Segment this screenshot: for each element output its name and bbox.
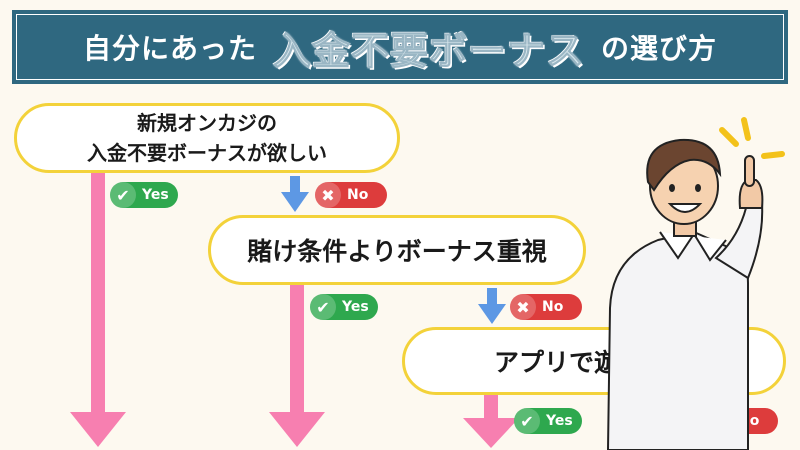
question-1-line-1: 新規オンカジの — [137, 111, 277, 135]
emphasis-rays — [719, 117, 785, 159]
no-badge-1: ✖ No — [315, 182, 387, 208]
yes-arrow-3 — [463, 395, 519, 448]
title-suffix: の選び方 — [601, 32, 718, 65]
yes-label: Yes — [142, 187, 169, 203]
yes-label: Yes — [546, 413, 573, 429]
no-arrow-1 — [281, 176, 309, 212]
yes-badge-3: ✔ Yes — [514, 408, 582, 434]
yes-arrow-2 — [269, 285, 325, 447]
no-label: No — [347, 187, 369, 203]
question-2-bubble: 賭け条件よりボーナス重視 — [208, 215, 586, 285]
question-1-line-2: 入金不要ボーナスが欲しい — [87, 141, 327, 165]
pointing-up-hand-icon — [738, 155, 764, 209]
check-circle-icon: ✔ — [310, 294, 336, 320]
no-badge-2: ✖ No — [510, 294, 582, 320]
yes-badge-2: ✔ Yes — [310, 294, 378, 320]
x-circle-icon: ✖ — [510, 294, 536, 320]
yes-label: Yes — [342, 299, 369, 315]
question-1-bubble: 新規オンカジの 入金不要ボーナスが欲しい — [14, 103, 400, 173]
pointing-man-illustration — [606, 117, 785, 450]
title-main: 入金不要ボーナス — [272, 28, 585, 73]
check-circle-icon: ✔ — [110, 182, 136, 208]
title-banner: 自分にあった 入金不要ボーナス の選び方 — [12, 10, 788, 84]
yes-badge-1: ✔ Yes — [110, 182, 178, 208]
no-arrow-2 — [478, 288, 506, 324]
question-2-text: 賭け条件よりボーナス重視 — [247, 237, 547, 266]
no-label: No — [542, 299, 564, 315]
x-circle-icon: ✖ — [315, 182, 341, 208]
check-circle-icon: ✔ — [514, 408, 540, 434]
title-prefix: 自分にあった — [82, 32, 257, 65]
title-frame: 自分にあった 入金不要ボーナス の選び方 — [16, 14, 784, 80]
yes-arrow-1 — [70, 173, 126, 447]
